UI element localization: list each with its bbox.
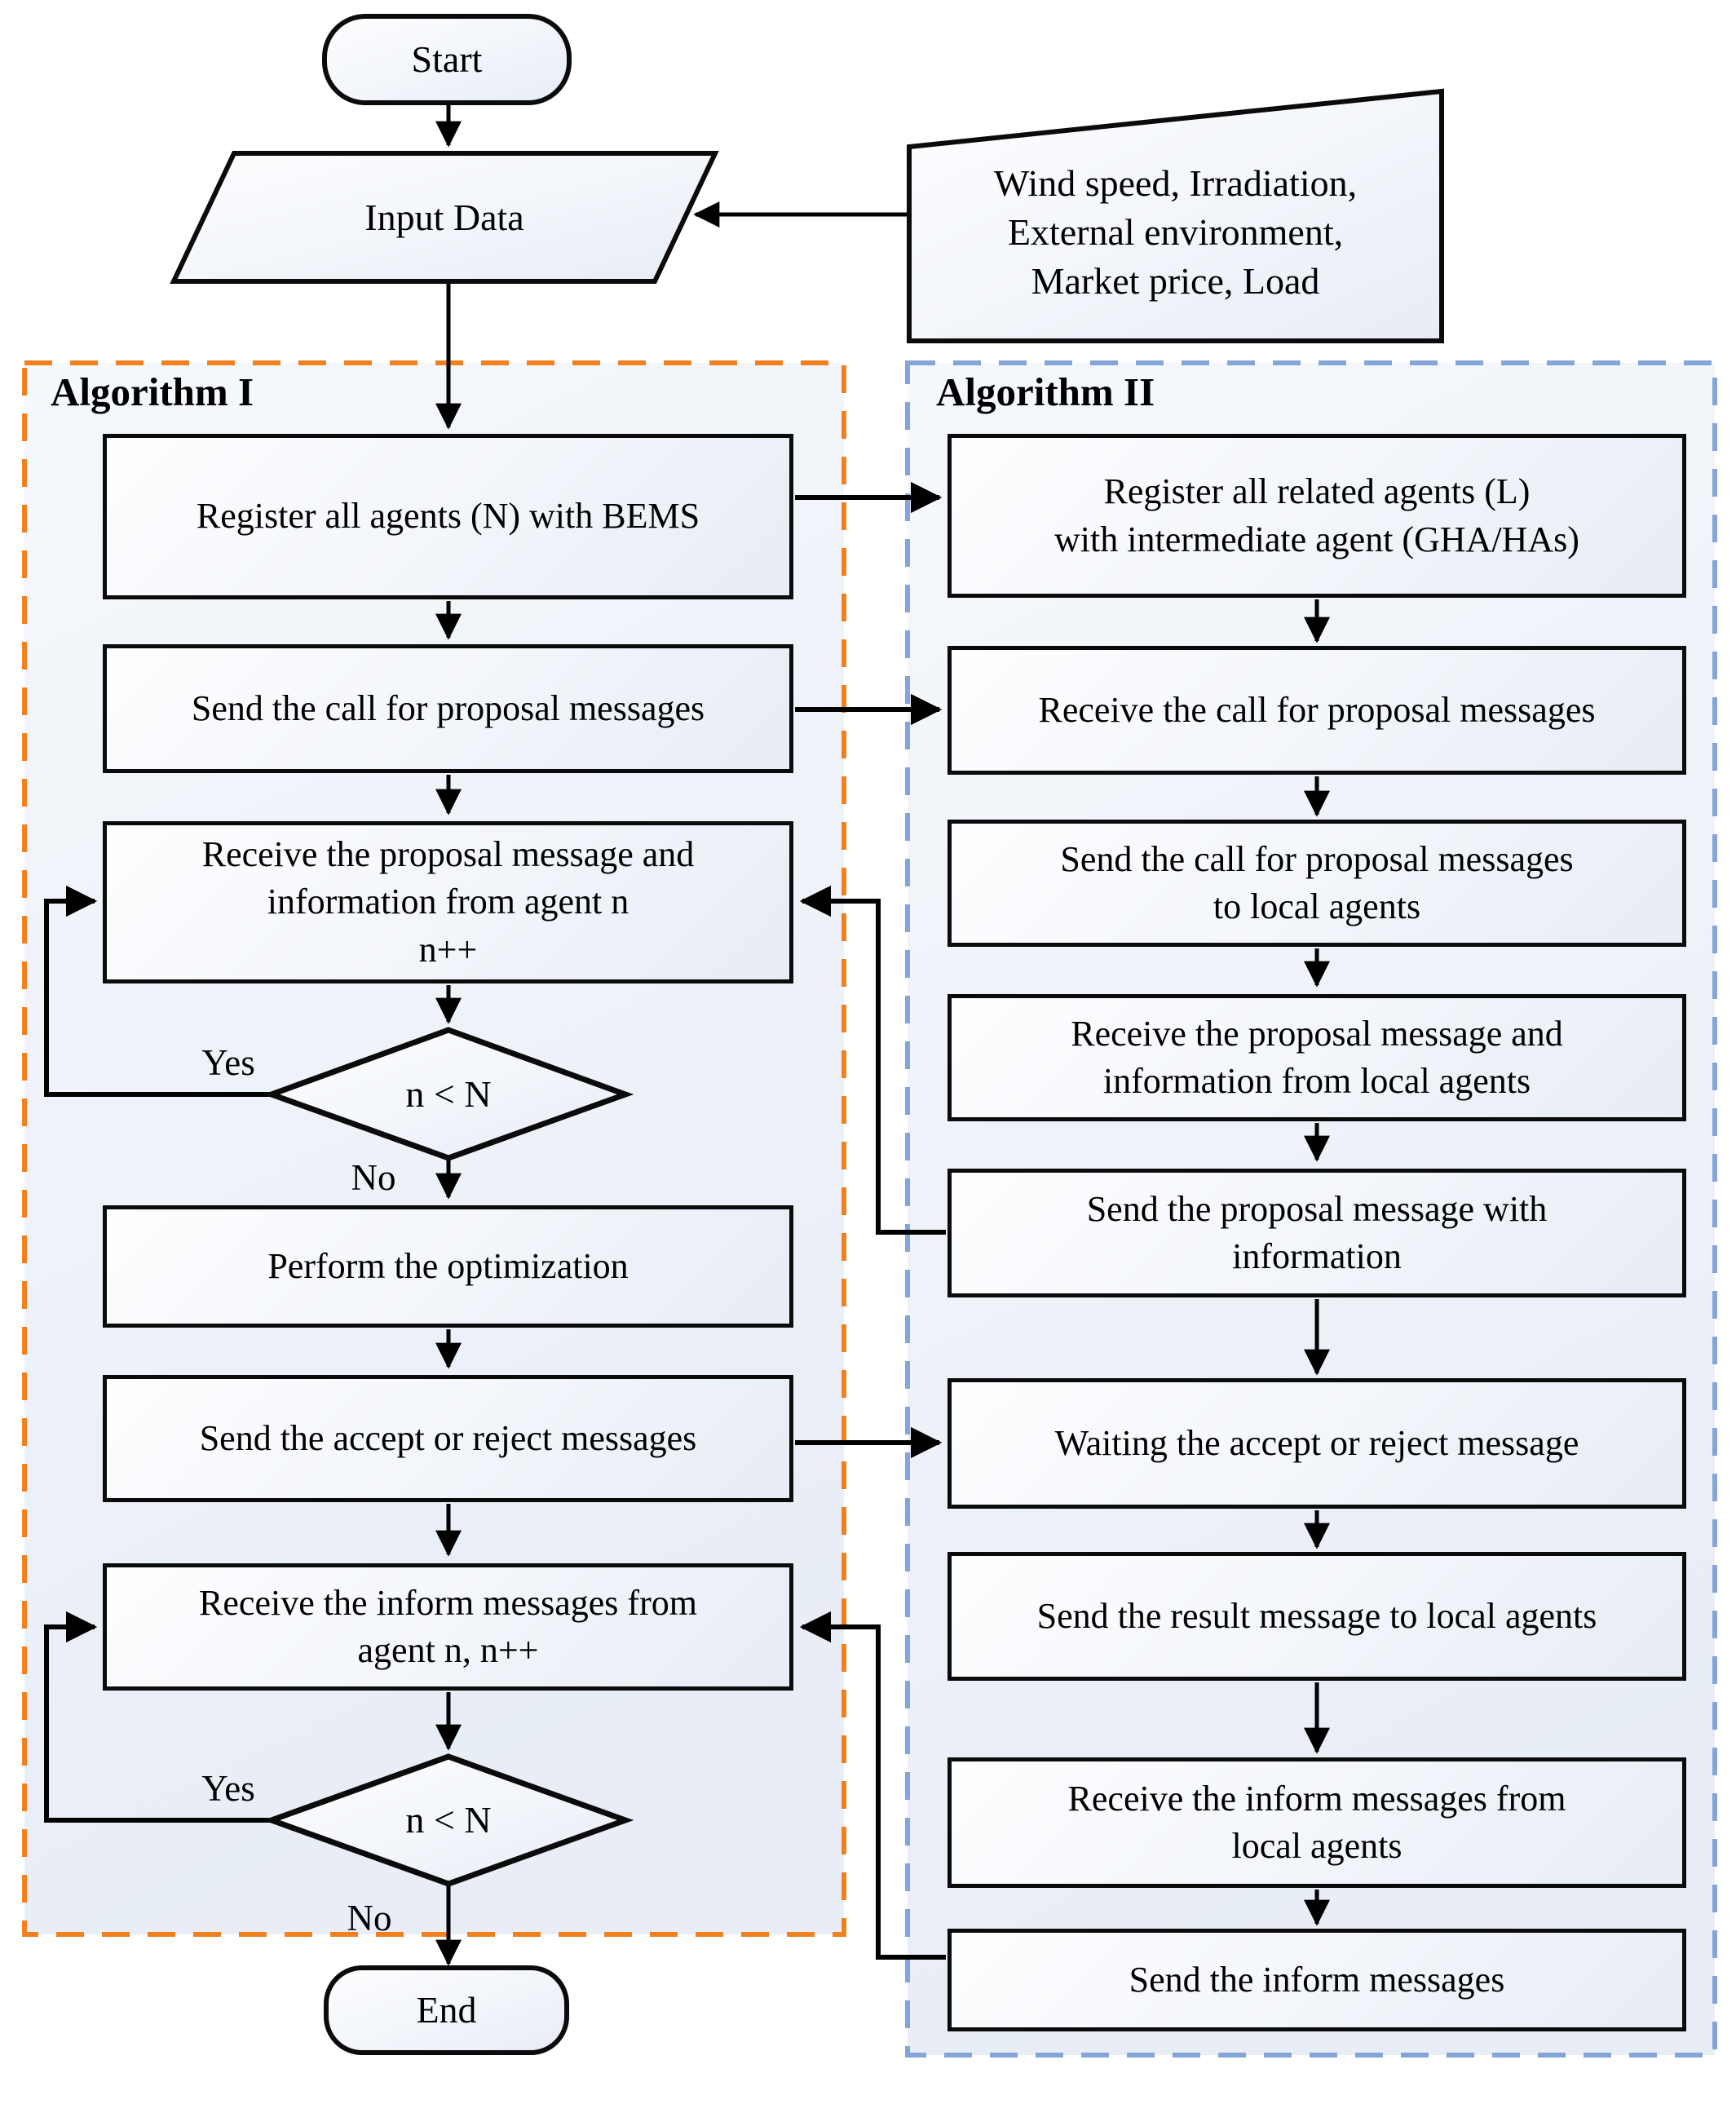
algorithm1-title: Algorithm I [51,369,254,414]
alg1-receive-inform-box: Receive the inform messages from agent n… [103,1563,793,1691]
alg2-register-box: Register all related agents (L) with int… [948,434,1686,598]
alg1-perform-optimization-box: Perform the optimization [103,1205,793,1328]
alg2-waiting-box: Waiting the accept or reject message [948,1378,1686,1509]
alg2-send-cfp-local-box: Send the call for proposal messages to l… [948,820,1686,947]
alg1-register-box: Register all agents (N) with BEMS [103,434,793,599]
decision1-node: n < N [405,1073,492,1116]
alg1-send-cfp-box: Send the call for proposal messages [103,644,793,773]
decision1-no-label: No [351,1157,396,1198]
alg2-send-proposal-info-box: Send the proposal message with informati… [948,1169,1686,1297]
decision2-yes-label: Yes [201,1768,255,1809]
alg2-receive-inform-local-box: Receive the inform messages from local a… [948,1757,1686,1888]
alg2-receive-proposal-local-box: Receive the proposal message and informa… [948,994,1686,1121]
edge-yes-loop2 [44,1611,272,1823]
start-node: Start [411,38,483,81]
alg2-send-inform-box: Send the inform messages [948,1929,1686,2031]
algorithm2-title: Algorithm II [936,369,1155,414]
decision2-node: n < N [405,1799,492,1841]
input-data-node: Input Data [364,196,524,238]
data-source-card-shape [907,88,1444,343]
edge-yes-loop1 [44,885,272,1097]
alg2-receive-cfp-box: Receive the call for proposal messages [948,646,1686,775]
end-node: End [416,1989,477,2031]
alg1-send-accept-reject-box: Send the accept or reject messages [103,1375,793,1502]
alg2-send-result-box: Send the result message to local agents [948,1552,1686,1681]
alg1-receive-proposal-box: Receive the proposal message and informa… [103,821,793,983]
decision2-diamond-shape [263,1753,634,1887]
end-terminator-shape [324,1965,569,2055]
edge-sendinform-receiveinform [799,1611,946,1960]
edge-sendproposal-receiveproposal [799,885,946,1235]
input-data-parallelogram-shape [170,151,719,284]
decision1-diamond-shape [263,1027,634,1161]
decision2-no-label: No [347,1898,392,1938]
data-source-node: Wind speed, Irradiation, External enviro… [993,162,1358,302]
start-terminator-shape [322,14,572,105]
decision1-yes-label: Yes [201,1042,255,1083]
